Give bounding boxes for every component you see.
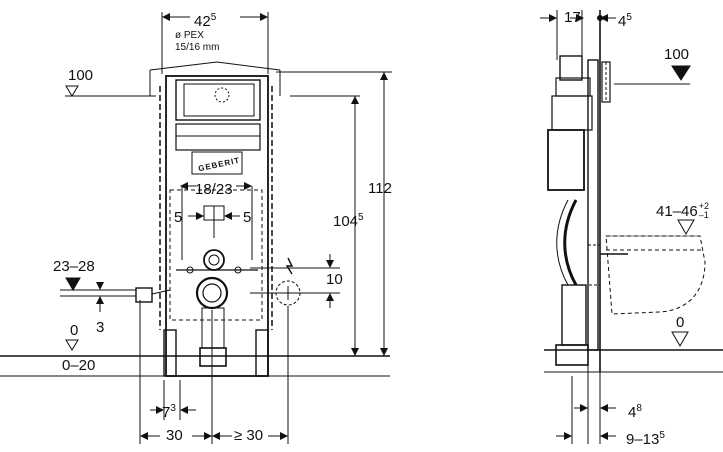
side-dim-9-13: 9–135 — [626, 430, 665, 448]
dim-10: 10 — [326, 271, 343, 288]
pipe-label-line2: 15/16 mm — [175, 42, 220, 53]
dim-spacing-18-23: 18/23 — [195, 181, 233, 198]
dim-inlet-range: 23–28 — [53, 258, 95, 275]
side-floor-0: 0 — [676, 314, 685, 331]
dim-ge-30: ≥ 30 — [234, 427, 264, 444]
side-dim-17: 17 — [564, 9, 581, 26]
dim-height-112: 112 — [368, 180, 392, 197]
front-view — [0, 12, 392, 444]
dim-inlet-3: 3 — [96, 319, 105, 336]
side-dim-4-5: 45 — [618, 12, 632, 30]
dim-top-width: 425 — [194, 12, 217, 30]
side-bowl-height: 41–46+2–1 — [656, 201, 709, 220]
side-dim-4-8: 48 — [628, 403, 642, 421]
pipe-label-line1: ø PEX — [175, 30, 204, 41]
front-floor-0: 0 — [70, 322, 79, 339]
front-level-100: 100 — [68, 67, 94, 84]
pipe-label: ø PEX 15/16 mm — [175, 30, 219, 54]
side-level-100: 100 — [664, 46, 690, 63]
dim-height-104: 1045 — [333, 212, 364, 230]
dim-30: 30 — [166, 427, 183, 444]
dim-7-3: 73 — [162, 403, 176, 421]
dim-offset-left: 5 — [174, 209, 183, 226]
side-view — [540, 10, 723, 444]
dim-offset-right: 5 — [243, 209, 252, 226]
front-floor-range: 0–20 — [62, 357, 96, 374]
